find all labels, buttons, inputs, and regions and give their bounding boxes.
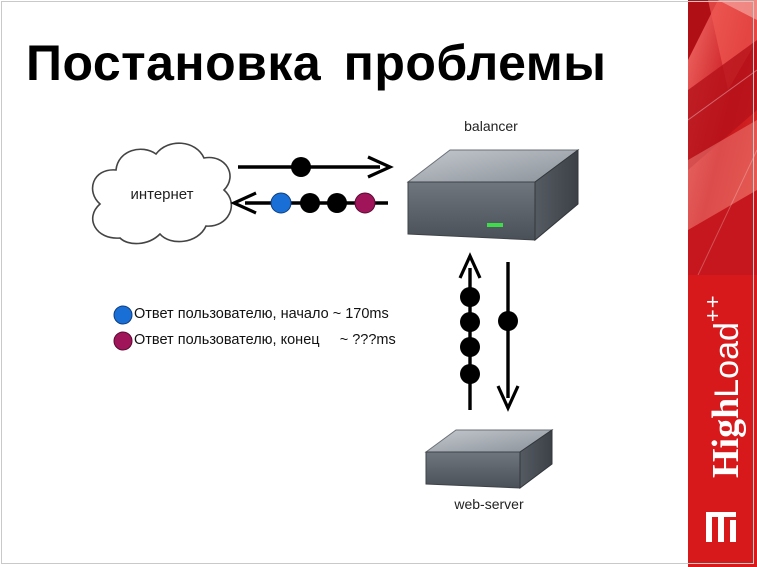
network-diagram: интернет balancer bbox=[91, 118, 580, 512]
response-dot bbox=[327, 193, 347, 213]
arrow-to-balancer-from-webserver bbox=[458, 252, 482, 410]
brand-wordmark: HighLoad++ bbox=[700, 0, 748, 478]
request-dot bbox=[291, 157, 311, 177]
response-dot bbox=[460, 287, 480, 307]
arrow-to-internet bbox=[230, 191, 388, 215]
response-dot bbox=[460, 337, 480, 357]
webserver-label: web-server bbox=[453, 496, 524, 512]
arrow-to-balancer bbox=[238, 155, 394, 179]
slide-title: Постановка проблемы bbox=[26, 35, 607, 91]
response-dot bbox=[460, 312, 480, 332]
response-dot bbox=[300, 193, 320, 213]
response-end-dot bbox=[354, 192, 376, 214]
highload-logo-icon bbox=[706, 512, 736, 542]
legend-item-end: Ответ пользователю, конец ~ ???ms bbox=[134, 332, 396, 348]
brand-load: Load bbox=[708, 322, 746, 398]
cloud-icon bbox=[91, 142, 233, 245]
arrow-to-webserver bbox=[496, 262, 520, 412]
server-icon bbox=[424, 429, 554, 489]
request-dot bbox=[498, 311, 518, 331]
legend-item-start: Ответ пользователю, начало ~ 170ms bbox=[134, 306, 389, 322]
cloud-label: интернет bbox=[130, 186, 193, 203]
legend-marker-end bbox=[113, 331, 133, 351]
brand-sidebar bbox=[688, 0, 757, 567]
brand-high: High bbox=[705, 397, 747, 478]
response-dot bbox=[460, 364, 480, 384]
legend-marker-start bbox=[113, 305, 133, 325]
balancer-label: balancer bbox=[464, 118, 518, 134]
response-start-dot bbox=[270, 192, 292, 214]
server-icon bbox=[406, 149, 580, 242]
brand-pattern bbox=[688, 0, 757, 276]
brand-plus: ++ bbox=[700, 294, 725, 323]
status-led bbox=[487, 223, 503, 227]
